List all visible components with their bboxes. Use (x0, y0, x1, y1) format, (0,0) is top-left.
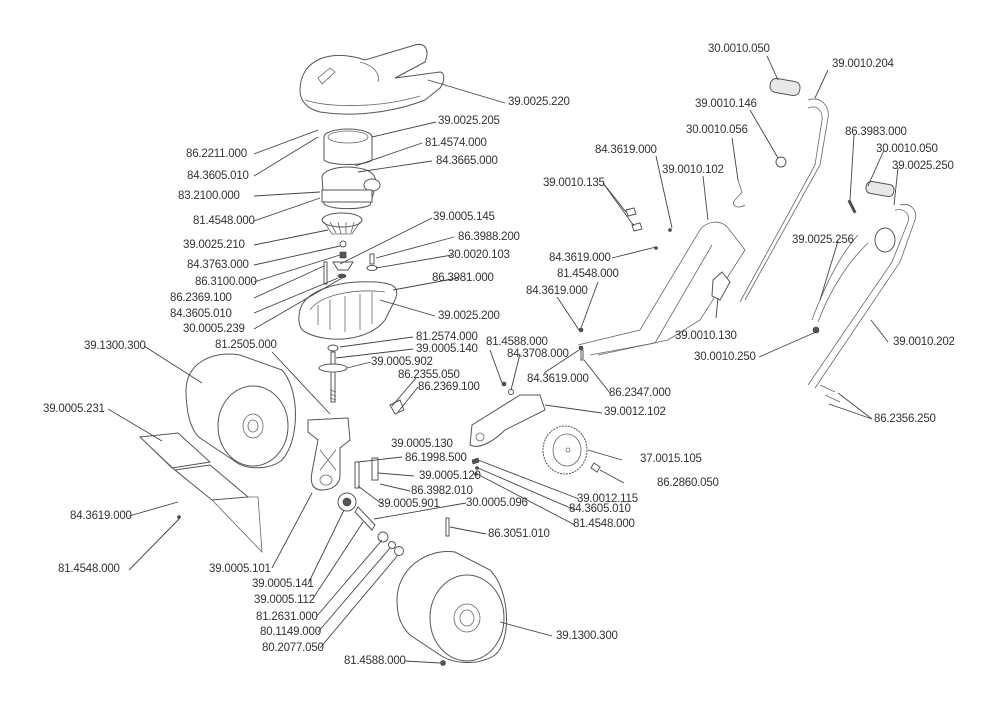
part-label: 84.3619.000 (70, 510, 132, 522)
lower-roller (396, 551, 507, 663)
part-label: 86.2211.000 (186, 148, 247, 160)
part-label: 81.2505.000 (215, 339, 277, 351)
right-handle (807, 203, 917, 389)
part-label: 84.3619.000 (549, 252, 611, 264)
part-label: 30.0010.050 (708, 43, 770, 55)
part-label: 86.2355.050 (398, 369, 460, 381)
motor (321, 166, 381, 210)
front-wheel (542, 425, 588, 475)
part-label: 39.0010.135 (543, 177, 605, 189)
top-cover-hood (299, 43, 445, 115)
part-label: 39.0005.120 (419, 470, 481, 482)
lower-handle (577, 221, 746, 356)
part-label: 39.0005.231 (43, 403, 105, 415)
part-label: 39.0010.102 (662, 164, 724, 176)
part-label: 39.1300.300 (84, 340, 146, 352)
part-label: 30.0005.239 (183, 323, 245, 335)
part-label: 84.3763.000 (187, 259, 249, 271)
part-label: 37.0015.105 (640, 453, 702, 465)
part-label: 39.0005.145 (433, 211, 495, 223)
part-label: 39.0005.101 (209, 563, 271, 575)
upper-handle (739, 98, 829, 303)
part-label: 39.0012.115 (577, 493, 638, 505)
part-label: 30.0010.056 (686, 124, 748, 136)
part-label: 81.4548.000 (58, 563, 120, 575)
part-label: 39.0005.140 (416, 343, 478, 355)
part-label: 39.0012.102 (604, 406, 666, 418)
part-label: 39.0025.250 (892, 160, 954, 172)
part-label: 39.0005.141 (252, 578, 314, 590)
part-label: 39.0010.130 (675, 330, 737, 342)
upper-roller (185, 353, 296, 469)
part-label: 39.0025.200 (438, 310, 500, 322)
part-label: 80.2077.050 (262, 642, 324, 654)
deck-housing (298, 281, 398, 340)
part-label: 86.3988.200 (458, 231, 520, 243)
motor-housing (323, 128, 373, 165)
part-label: 83.2100.000 (178, 190, 240, 202)
part-label: 81.2574.000 (416, 331, 478, 343)
part-label: 39.0010.204 (832, 58, 894, 70)
part-label: 84.3619.000 (526, 285, 588, 297)
leader-lines (107, 55, 899, 664)
part-label: 81.4588.000 (486, 336, 548, 348)
part-label: 81.4588.000 (344, 655, 406, 667)
grip-right (865, 180, 895, 198)
grip-left (769, 77, 801, 97)
part-label: 86.3051.010 (488, 528, 550, 540)
part-label: 39.0025.205 (438, 115, 500, 127)
part-label: 86.1998.500 (405, 452, 467, 464)
part-label: 81.4548.000 (193, 215, 255, 227)
part-label: 86.3983.000 (845, 126, 907, 138)
part-label: 39.0025.210 (183, 239, 245, 251)
part-label: 84.3605.010 (569, 503, 631, 515)
part-label: 86.2356.250 (874, 413, 936, 425)
part-label: 39.0005.901 (378, 498, 440, 510)
part-label: 86.2369.100 (170, 292, 232, 304)
part-label: 39.0025.256 (792, 234, 854, 246)
part-label: 81.4574.000 (425, 137, 487, 149)
part-label: 84.3665.000 (436, 155, 498, 167)
part-label: 39.0010.202 (893, 336, 955, 348)
part-label: 86.3100.000 (195, 276, 257, 288)
frame-carrier (307, 417, 351, 491)
part-label: 30.0010.050 (876, 143, 938, 155)
part-label: 86.2369.100 (418, 381, 480, 393)
shaft-assembly (318, 344, 348, 403)
part-label: 39.0005.902 (371, 356, 433, 368)
part-label: 39.0005.130 (391, 438, 453, 450)
part-label: 39.1300.300 (556, 630, 618, 642)
part-label: 86.3982.010 (411, 485, 473, 497)
part-label: 39.0005.112 (254, 594, 315, 606)
part-label: 81.2631.000 (256, 611, 318, 623)
part-label: 86.2347.000 (609, 387, 671, 399)
part-label: 30.0010.250 (694, 351, 756, 363)
impeller (321, 212, 363, 235)
part-label: 30.0020.103 (448, 249, 510, 261)
part-label: 80.1149.000 (260, 626, 321, 638)
comb-plate (138, 432, 263, 554)
part-label: 81.4548.000 (573, 518, 635, 530)
part-label: 84.3619.000 (527, 373, 589, 385)
part-label: 84.3605.010 (187, 170, 249, 182)
part-label: 84.3605.010 (170, 308, 232, 320)
part-label: 39.0010.146 (695, 98, 757, 110)
part-label: 84.3619.000 (595, 144, 657, 156)
part-label: 84.3708.000 (507, 348, 569, 360)
part-label: 81.4548.000 (557, 268, 619, 280)
part-label: 86.2860.050 (657, 477, 719, 489)
wheel-bracket (469, 394, 546, 447)
part-label: 30.0005.096 (466, 497, 528, 509)
part-label: 86.3981.000 (432, 272, 494, 284)
part-label: 39.0025.220 (508, 96, 570, 108)
